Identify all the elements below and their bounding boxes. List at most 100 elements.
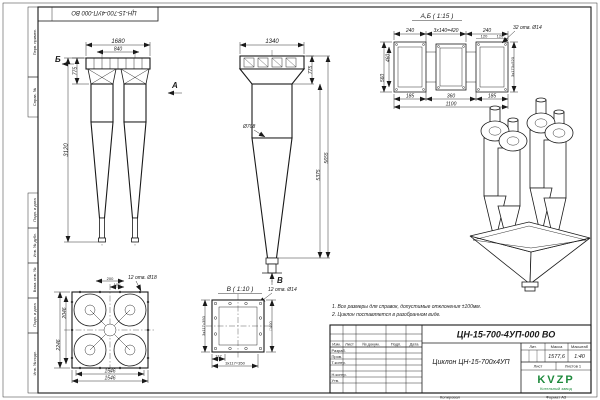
stamp-rotated-designation: ЦН-15-700-4УП-000 ВО bbox=[37, 6, 159, 22]
dim-1546-inner: 1546 bbox=[104, 369, 115, 375]
frame-col-sprav: Справ. № bbox=[32, 88, 37, 106]
dim-3x117-bottom: 3х117=350 bbox=[225, 361, 245, 366]
side-outlet-flange bbox=[265, 257, 279, 265]
title-block: Изм. Лист № докум. Подп. Дата Разраб. Пр… bbox=[329, 324, 592, 394]
detail-ab-title: А,Б ( 1:15 ) bbox=[420, 13, 454, 20]
frame-col-vzam-inv: Взам. инв. № bbox=[32, 268, 37, 293]
dim-1100: 1100 bbox=[446, 102, 457, 108]
dia-leader bbox=[253, 129, 266, 138]
dim-100: 100 bbox=[114, 282, 121, 287]
dim-240-1: 240 bbox=[405, 28, 415, 34]
tb-col-list: Лист bbox=[345, 342, 354, 347]
view-label-a: А bbox=[171, 81, 178, 90]
detail-v-title: В ( 1:10 ) bbox=[227, 286, 254, 293]
tb-col-doc: № докум. bbox=[362, 342, 380, 347]
front-collector-slots bbox=[93, 58, 143, 69]
detail-v-view: В ( 1:10 ) 12 отв. Ø14 3х117=350 117 3х1… bbox=[201, 286, 297, 369]
dim-560: 560 bbox=[380, 74, 386, 83]
side-transition bbox=[238, 68, 306, 85]
dim-117: 117 bbox=[215, 354, 222, 359]
frame-left-columns: Перв. примен. Справ. № Подп. и дата Инв.… bbox=[27, 6, 39, 394]
iso-volutes bbox=[480, 112, 574, 152]
dim-3x173: 3х173=520 bbox=[510, 56, 515, 77]
view-label-b: Б bbox=[55, 55, 61, 64]
note-2: 2. Циклон поставляется в разобранном вид… bbox=[331, 312, 441, 318]
dim-775-side: 775 bbox=[308, 66, 314, 75]
company-logo: KVZP bbox=[537, 374, 574, 386]
dim-400: □400 bbox=[268, 321, 273, 331]
dim-1340: 1340 bbox=[265, 39, 279, 45]
tb-col-sign: Подп. bbox=[391, 342, 402, 347]
dim-5375: 5375 bbox=[316, 169, 322, 180]
tb-part-name: Циклон ЦН-15-700х4УП bbox=[432, 359, 510, 366]
tb-row-prov: Пров. bbox=[332, 354, 343, 359]
tb-scale-value: 1:40 bbox=[574, 354, 586, 360]
plan-bolt-holes bbox=[70, 290, 150, 370]
dim-3x117-left: 3х117=350 bbox=[201, 315, 206, 335]
front-inlet-scrolls bbox=[87, 68, 150, 85]
tb-row-tkontr: Т.контр. bbox=[332, 360, 347, 365]
tb-sheets-label: Листов 1 bbox=[565, 364, 582, 369]
holes-leader bbox=[135, 280, 142, 292]
iso-hopper-outlet-flange bbox=[521, 281, 539, 288]
side-view-dimensions: 1340 775 5375 5655 Ø708 bbox=[239, 39, 331, 259]
stamp-text: ЦН-15-700-4УП-000 ВО bbox=[71, 9, 136, 15]
dim-200: 200 bbox=[107, 276, 114, 281]
iso-cones bbox=[483, 187, 567, 243]
frame-col-perv-primen: Перв. примен. bbox=[32, 29, 37, 56]
dim-185-1: 185 bbox=[406, 94, 415, 100]
side-outlet-pipe bbox=[267, 263, 277, 274]
dim-3120: 3120 bbox=[64, 143, 70, 157]
dim-185-2: 185 bbox=[488, 94, 497, 100]
dim-2046: 2046 bbox=[62, 307, 68, 319]
tb-row-razrab: Разраб. bbox=[332, 348, 346, 353]
front-view: 1680 840 775 3120 Б А bbox=[55, 39, 182, 246]
tb-sheet-label: Лист bbox=[534, 364, 543, 369]
tb-mass-value: 1577,6 bbox=[548, 354, 566, 360]
dim-840: 840 bbox=[114, 47, 123, 53]
notes: 1. Все размеры для справок, допустимые о… bbox=[331, 304, 481, 318]
front-outlet-right bbox=[132, 217, 138, 239]
detail-v-bolt-holes bbox=[213, 301, 263, 351]
dim-460: 460 bbox=[386, 54, 392, 63]
tb-mass-label: Масса bbox=[551, 344, 564, 349]
copied-by-label: Копировал bbox=[440, 395, 461, 400]
dim-120-1: 120 bbox=[481, 34, 488, 39]
tb-lit-label: Лит. bbox=[529, 344, 536, 349]
dim-360: 360 bbox=[447, 94, 456, 100]
dim-120-2: 120 bbox=[497, 34, 504, 39]
tb-designation: ЦН-15-700-4УП-000 ВО bbox=[457, 330, 555, 340]
frame-col-podp-data-2: Подп. и дата bbox=[32, 302, 37, 326]
note-1: 1. Все размеры для справок, допустимые о… bbox=[332, 304, 481, 310]
front-cyclone-cylinder-right bbox=[123, 83, 147, 123]
plan-dimensions: 200 100 12 отв. Ø18 2246 2046 1546 1546 bbox=[54, 275, 157, 384]
dim-5655: 5655 bbox=[324, 152, 330, 163]
front-flange-left bbox=[98, 237, 106, 243]
side-top-slots bbox=[243, 57, 297, 68]
tb-col-izm: Изм. bbox=[332, 342, 341, 347]
iso-hopper bbox=[469, 221, 591, 292]
front-flange-right bbox=[131, 237, 139, 243]
dim-3x140: 3х140=420 bbox=[434, 28, 459, 34]
view-arrow-b: Б bbox=[55, 55, 74, 67]
dim-1680: 1680 bbox=[111, 39, 125, 45]
iso-hopper-outlet bbox=[524, 286, 536, 292]
dim-240-2: 240 bbox=[482, 28, 492, 34]
frame-col-inv-podl: Инв. № подл. bbox=[32, 351, 37, 376]
side-cylinder bbox=[251, 83, 293, 139]
dim-dia-708: Ø708 bbox=[242, 124, 255, 130]
label-32-holes: 32 отв. Ø14 bbox=[513, 25, 542, 31]
dim-2246: 2246 bbox=[56, 339, 62, 351]
view-arrow-a: А bbox=[167, 81, 182, 96]
dim-1546-outer: 1546 bbox=[104, 376, 115, 382]
plan-view: 200 100 12 отв. Ø18 2246 2046 1546 1546 bbox=[54, 275, 157, 384]
tb-scale-label: Масштаб bbox=[571, 344, 589, 349]
dim-775: 775 bbox=[73, 67, 79, 76]
detail-v-dimensions: 3х117=350 117 3х117=350 □400 bbox=[201, 299, 276, 369]
format-label: Формат А3 bbox=[546, 395, 567, 400]
side-view: 1340 775 5375 5655 Ø708 В bbox=[238, 39, 331, 285]
front-outlet-left bbox=[99, 217, 105, 239]
